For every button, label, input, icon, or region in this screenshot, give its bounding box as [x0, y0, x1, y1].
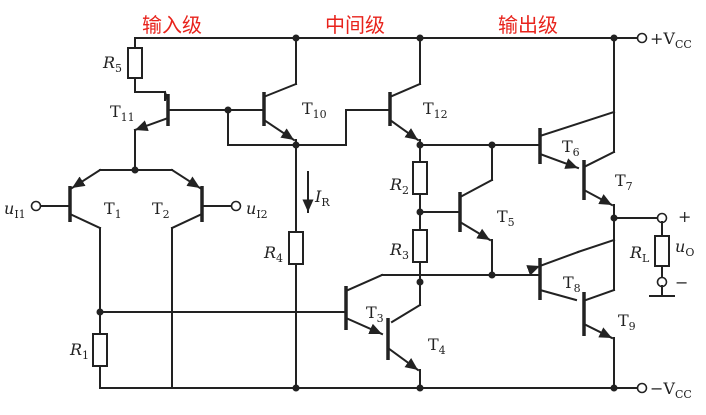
t6-label: T6 — [562, 137, 580, 159]
transistor-t6 — [538, 110, 616, 170]
input-ui1-terminal[interactable] — [30, 200, 42, 212]
t7-label: T7 — [615, 171, 633, 193]
transistor-t1 — [39, 168, 102, 313]
transistor-t3 — [339, 273, 384, 336]
transistor-t11 — [133, 90, 229, 132]
negative-supply-label: −VCC — [650, 379, 692, 401]
output-stage-title: 输出级 — [498, 13, 558, 37]
resistor-r4 — [288, 231, 304, 389]
output-plus-sign: + — [678, 207, 691, 226]
ir-label: IR — [314, 187, 330, 209]
output-minus-sign: − — [675, 273, 688, 292]
negative-rail — [99, 382, 648, 394]
ui1-label: uI1 — [4, 199, 26, 221]
t12-label: T12 — [423, 99, 448, 121]
t3-label: T3 — [366, 303, 384, 325]
rl-label: RL — [629, 243, 650, 265]
transistor-t12 — [295, 37, 422, 163]
resistor-r5 — [127, 37, 166, 93]
transistor-t5 — [458, 144, 494, 276]
r5-label: R5 — [102, 53, 122, 75]
resistor-rl — [654, 221, 670, 279]
resistor-r2 — [412, 161, 428, 231]
transistor-t2 — [170, 168, 233, 389]
input-stage-title: 输入级 — [142, 13, 202, 37]
r4-label: R4 — [263, 243, 283, 265]
t8-label: T8 — [563, 273, 581, 295]
t1-label: T1 — [104, 199, 122, 221]
t2-label: T2 — [152, 199, 170, 221]
r2-label: R2 — [389, 175, 409, 197]
transistor-t10 — [227, 37, 298, 233]
t4-label: T4 — [428, 335, 446, 357]
t10-label: T10 — [302, 99, 327, 121]
transistor-t4 — [386, 303, 422, 389]
positive-supply-terminal — [636, 32, 648, 44]
ground-icon — [649, 285, 675, 297]
negative-supply-terminal — [636, 382, 648, 394]
positive-supply-label: +VCC — [650, 29, 692, 51]
transistor-t9 — [582, 239, 616, 389]
t5-label: T5 — [497, 207, 515, 229]
t9-label: T9 — [618, 311, 636, 333]
uo-label: uO — [675, 237, 694, 259]
transistor-t7 — [582, 37, 616, 219]
input-ui2-terminal[interactable] — [230, 200, 242, 212]
t11-label: T11 — [110, 102, 135, 124]
r3-label: R3 — [389, 240, 409, 262]
middle-stage-title: 中间级 — [325, 13, 385, 37]
transistor-t8 — [491, 250, 580, 302]
resistor-r1 — [92, 311, 108, 389]
ui2-label: uI2 — [246, 199, 268, 221]
positive-rail — [134, 32, 648, 44]
r1-label: R1 — [69, 340, 89, 362]
